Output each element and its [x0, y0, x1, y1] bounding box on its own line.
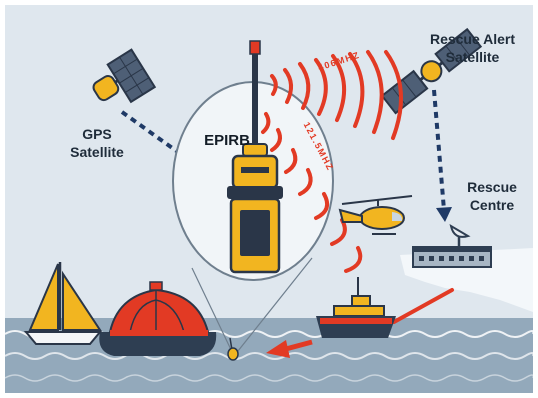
- rescue-centre-label: Rescue Centre: [454, 178, 530, 214]
- rescue-centre-label-line1: Rescue: [467, 179, 517, 195]
- gps-satellite-label-line2: Satellite: [70, 144, 124, 160]
- wave-line: [4, 352, 535, 360]
- rescue-alert-label-line2: Satellite: [445, 49, 500, 65]
- life-raft-icon: [99, 281, 217, 356]
- epirb-label: EPIRB: [204, 132, 250, 149]
- rescue-centre-label-line2: Centre: [469, 197, 515, 213]
- signal-waves-406mhz: [270, 50, 403, 140]
- epirb-beacon-icon: [227, 40, 283, 274]
- floating-beacon: [227, 337, 239, 361]
- lifeboat-to-centre-link: [392, 288, 454, 324]
- lifeboat-to-raft-arrow: [266, 339, 313, 358]
- rescue-centre-building-icon: [412, 246, 492, 268]
- rescue-alert-label-line1: Rescue Alert: [429, 31, 516, 47]
- gps-satellite-icon: [92, 48, 157, 104]
- gps-satellite-label-line1: GPS: [82, 126, 112, 142]
- rescue-alert-satellite-label: Rescue Alert Satellite: [415, 30, 530, 66]
- lifeboat-icon: [316, 277, 396, 338]
- wave-line: [4, 374, 535, 382]
- sailboat-icon: [23, 262, 103, 345]
- satellite-to-centre-arrow: [432, 89, 452, 222]
- helicopter-icon: [338, 195, 413, 235]
- gps-satellite-label: GPS Satellite: [62, 125, 132, 161]
- satellite-dish-icon: [449, 223, 471, 247]
